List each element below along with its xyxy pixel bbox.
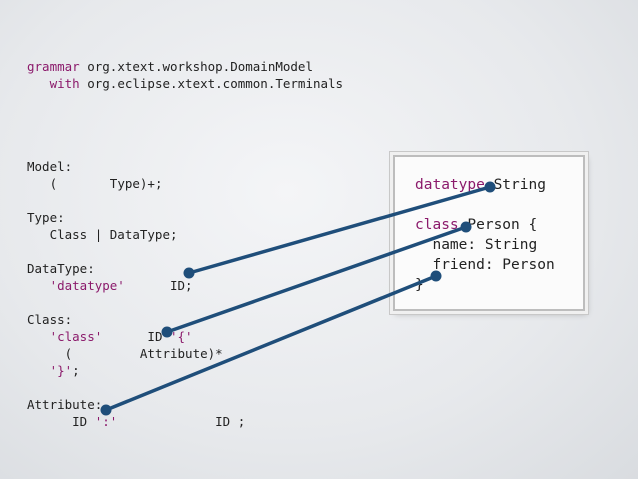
type-rule-body: Class | DataType;	[27, 227, 178, 242]
class-model-dot	[460, 221, 472, 233]
attribute-rule-head: Attribute:	[27, 397, 103, 412]
class-close-brace-literal: '}'	[49, 363, 73, 378]
model-paper-card	[393, 155, 585, 311]
attribute-grammar-dot	[100, 404, 112, 416]
model-class-keyword: class	[415, 217, 459, 233]
terminals-import: org.eclipse.xtext.common.Terminals	[79, 76, 344, 91]
model-attribute-friend: friend: Person	[415, 257, 555, 273]
attribute-rule-id: ID	[27, 414, 95, 429]
class-keyword-literal: 'class'	[49, 329, 103, 344]
class-grammar-dot	[161, 326, 173, 338]
class-rule-attrs-a: (	[27, 346, 140, 361]
model-code: datatype String class Person { name: Str…	[415, 175, 555, 295]
attribute-colon-literal: ':'	[94, 414, 118, 429]
with-keyword: with	[49, 76, 80, 91]
grammar-rules: Model: ( Type)+; Type: Class | DataType;…	[27, 158, 245, 430]
attribute-connector	[104, 274, 438, 412]
grammar-keyword: grammar	[27, 59, 80, 74]
grammar-name: org.xtext.workshop.DomainModel	[79, 59, 313, 74]
datatype-rule-head: DataType:	[27, 261, 95, 276]
class-open-brace-literal: '{'	[170, 329, 193, 344]
datatype-grammar-dot	[183, 267, 195, 279]
model-rule-head: Model:	[27, 159, 73, 174]
model-datatype-keyword: datatype	[415, 177, 485, 193]
grammar-header: grammar org.xtext.workshop.DomainModel w…	[27, 58, 343, 92]
class-connector	[165, 225, 468, 334]
model-rule-body-b: Type)+;	[109, 176, 163, 191]
model-class-name: Person {	[458, 217, 538, 233]
datatype-rule-rest: ID;	[124, 278, 193, 293]
attribute-model-dot	[430, 270, 442, 282]
model-class-close: }	[415, 277, 424, 293]
datatype-keyword-literal: 'datatype'	[49, 278, 125, 293]
model-attribute-name: name: String	[415, 237, 538, 253]
class-rule-id: ID	[102, 329, 170, 344]
datatype-model-dot	[484, 181, 496, 193]
class-rule-attrs-b: Attribute)*	[139, 346, 223, 361]
model-rule-body-a: (	[27, 176, 110, 191]
class-rule-semicolon: ;	[72, 363, 80, 378]
attribute-rule-type: ID ;	[117, 414, 246, 429]
datatype-connector	[187, 185, 492, 275]
class-rule-head: Class:	[27, 312, 73, 327]
type-rule-head: Type:	[27, 210, 65, 225]
model-datatype-name: String	[484, 177, 546, 193]
